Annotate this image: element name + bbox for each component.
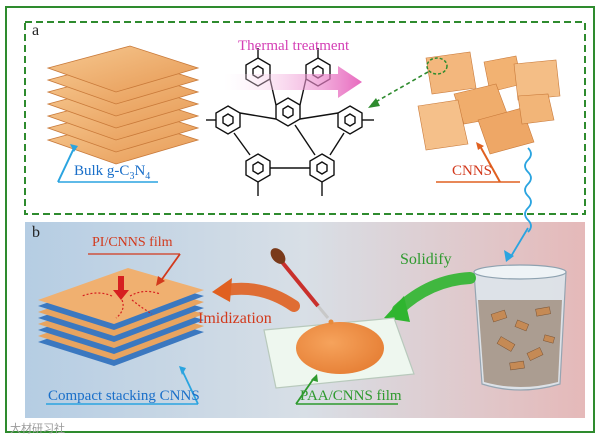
bulk-label-n: N bbox=[134, 163, 146, 179]
cnns-flakes bbox=[417, 51, 561, 155]
bulk-label-text: Bulk g-C bbox=[74, 163, 130, 179]
pi-pointer-line bbox=[159, 253, 181, 283]
zoom-arrowhead bbox=[368, 98, 380, 108]
compact-pointer-line bbox=[181, 369, 199, 405]
heat-arrowhead bbox=[113, 290, 129, 300]
cnns-pointer-line bbox=[479, 145, 501, 183]
thermal-arrow bbox=[224, 66, 362, 98]
solidify-arrowhead bbox=[384, 296, 410, 322]
bulk-label-sub3: 3 bbox=[129, 171, 135, 182]
dropper-icon bbox=[270, 248, 334, 325]
bulk-sheet-stack bbox=[46, 45, 200, 165]
heat-path-arrows bbox=[81, 290, 161, 319]
panel-a-letter: a bbox=[32, 22, 40, 39]
outer-frame bbox=[5, 6, 595, 433]
solidify-label: Solidify bbox=[400, 251, 452, 268]
paa-film-label: PAA/CNNS film bbox=[300, 388, 402, 404]
paa-pointer-arrowhead bbox=[311, 374, 318, 382]
imidization-label: Imidization bbox=[198, 310, 272, 327]
bulk-label-sub4: 4 bbox=[145, 171, 151, 182]
pi-pointer-arrowhead bbox=[156, 276, 165, 286]
wavy-connector bbox=[524, 147, 532, 233]
imidization-arrowhead bbox=[212, 278, 232, 302]
pi-film-label: PI/CNNS film bbox=[92, 235, 173, 250]
bulk-pointer-line bbox=[57, 147, 75, 183]
cnns-pointer-arrowhead bbox=[476, 142, 484, 150]
beaker-pointer-line bbox=[509, 227, 529, 259]
cnns-label: CNNS bbox=[452, 163, 493, 179]
zoom-dashed-arrow bbox=[371, 71, 429, 105]
beaker-pointer-arrowhead bbox=[504, 250, 514, 262]
panel-b-letter: b bbox=[32, 224, 40, 241]
heat-arrow-stem bbox=[118, 276, 124, 290]
watermark: 大材研习社 bbox=[10, 422, 65, 435]
compact-pointer-arrowhead bbox=[179, 366, 186, 375]
imidization-arrow bbox=[220, 282, 300, 312]
panel-a-frame bbox=[24, 21, 586, 215]
beaker bbox=[473, 264, 567, 391]
heptazine-network bbox=[206, 48, 374, 196]
compact-stacking-label: Compact stacking CNNS bbox=[48, 388, 200, 404]
paa-film-plate bbox=[263, 317, 415, 389]
thermal-treatment-label: Thermal treatment bbox=[238, 38, 350, 54]
bulk-label: Bulk g-C3N4 bbox=[74, 163, 150, 182]
bulk-pointer-arrowhead bbox=[70, 144, 78, 152]
paa-pointer-line bbox=[295, 377, 315, 405]
zoom-circle bbox=[426, 57, 448, 75]
